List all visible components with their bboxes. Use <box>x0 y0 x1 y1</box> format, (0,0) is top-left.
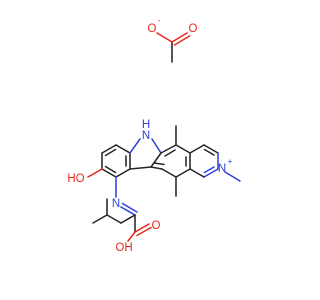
pyridinium-nitrogen-label: N <box>218 163 226 175</box>
isopropyl-bond-1 <box>92 214 108 224</box>
ring-d-inner-bond-2 <box>203 166 215 174</box>
pyridinium-positive-charge: + <box>228 156 233 166</box>
ring-a-bond-1 <box>115 144 131 154</box>
fused-ring-bonds <box>101 138 219 178</box>
ring-d-bond-1 <box>189 144 205 154</box>
hydroxyl-bond <box>87 168 103 178</box>
ring-a-bond-5 <box>115 168 131 178</box>
molecule-structure-diagram: O - O <box>67 15 241 254</box>
pyrrole-bond-4 <box>129 166 152 170</box>
acetate-c-o-double-bond-second <box>173 35 191 46</box>
ring-c-bond-5 <box>161 168 177 178</box>
ring-c-inner-bond-3 <box>153 162 165 166</box>
ring-d-bond-2 <box>203 144 219 154</box>
pyrrole-bond-1 <box>129 138 141 154</box>
ring-c-bond-4 <box>175 168 191 178</box>
ring-c-bond-6 <box>150 166 163 170</box>
ring-c-inner-bond-1 <box>164 149 176 157</box>
substituent-bonds <box>87 125 241 198</box>
acetate-c-o-double-bond <box>171 32 188 43</box>
indole-nitrogen-label: N <box>142 130 150 142</box>
side-chain-bonds <box>92 198 152 242</box>
pyrrole-bond-3 <box>150 152 162 168</box>
carboxyl-double-bond-1 <box>134 223 150 233</box>
chain-bond-ch2 <box>120 214 136 224</box>
ring-c-bond-2 <box>175 144 191 154</box>
imine-nitrogen-label: N <box>112 198 120 210</box>
acetate-anion: O - O <box>148 15 198 63</box>
ring-c-bond-1 <box>160 144 177 154</box>
acetate-o-double-label: O <box>189 23 198 35</box>
carboxyl-o-label: O <box>152 220 161 232</box>
ring-a-inner-bond-2 <box>104 165 117 174</box>
ring-d-bond-5 <box>189 168 205 178</box>
carboxyl-oh-bond <box>127 231 136 242</box>
carboxyl-oh-label: OH <box>115 242 132 254</box>
ring-d-bond-4 <box>203 168 219 178</box>
acetate-c-o-single-bond <box>156 32 173 43</box>
carboxyl-double-bond-2 <box>136 226 152 237</box>
ring-a-bond-4 <box>101 168 117 178</box>
ring-a-bond-2 <box>101 144 117 154</box>
atom-labels: N H N + HO N OH O <box>67 119 232 254</box>
imine-double-bond-1 <box>120 206 136 216</box>
pyrrole-bond-2 <box>151 138 162 154</box>
hydroxyl-label: HO <box>67 173 84 185</box>
ring-a-inner-bond-1 <box>104 148 117 157</box>
imine-double-bond-2 <box>121 202 138 213</box>
chain-bond-ch2-ch <box>106 214 122 224</box>
indole-hydrogen-label: H <box>142 119 150 131</box>
acetate-negative-charge: - <box>158 15 161 25</box>
acetate-o-minus-label: O <box>148 23 157 35</box>
n-methyl-bond <box>224 171 241 182</box>
ring-d-inner-bond-1 <box>203 148 215 156</box>
